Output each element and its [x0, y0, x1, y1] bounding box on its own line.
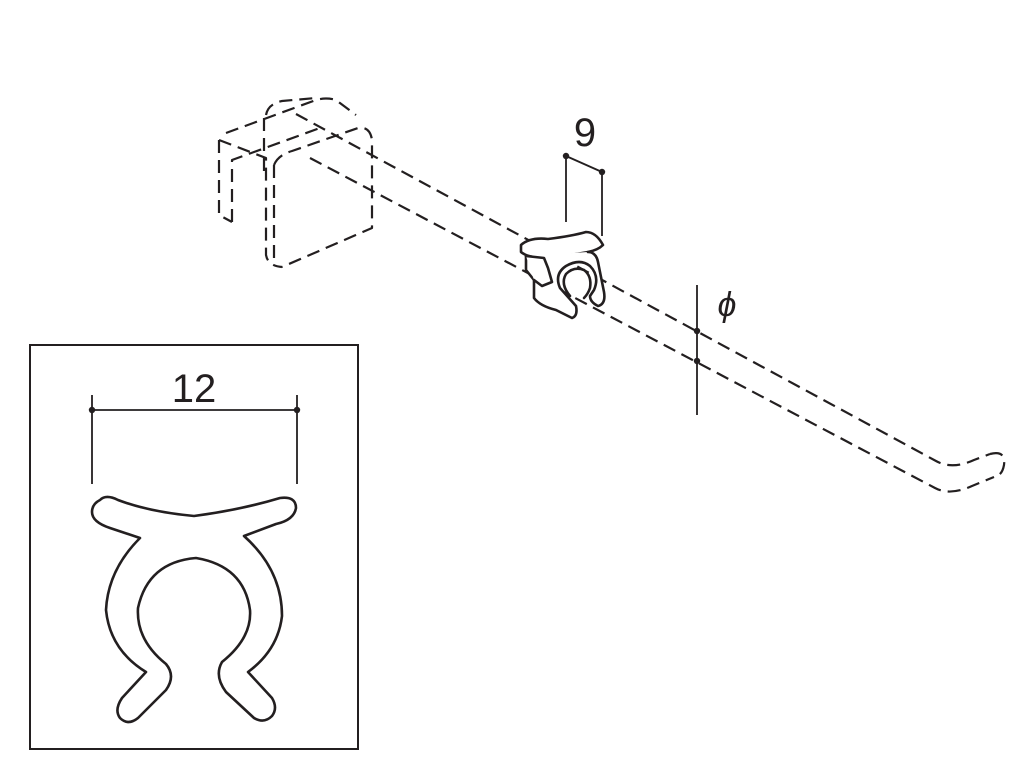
bracket-phantom — [217, 96, 374, 269]
inset-width-label: 12 — [172, 367, 217, 411]
clip-width-dimension: 9 — [562, 111, 606, 236]
clip-profile — [90, 495, 298, 724]
wire-rod-phantom — [295, 113, 1006, 493]
inset-width-dimension: 12 — [88, 367, 301, 484]
rod-diameter-dimension: ϕ — [693, 285, 737, 415]
inset-detail-box: 12 — [29, 344, 359, 750]
clip-on-rod — [519, 230, 606, 320]
clip-width-label: 9 — [574, 111, 596, 155]
diameter-symbol: ϕ — [718, 286, 737, 324]
